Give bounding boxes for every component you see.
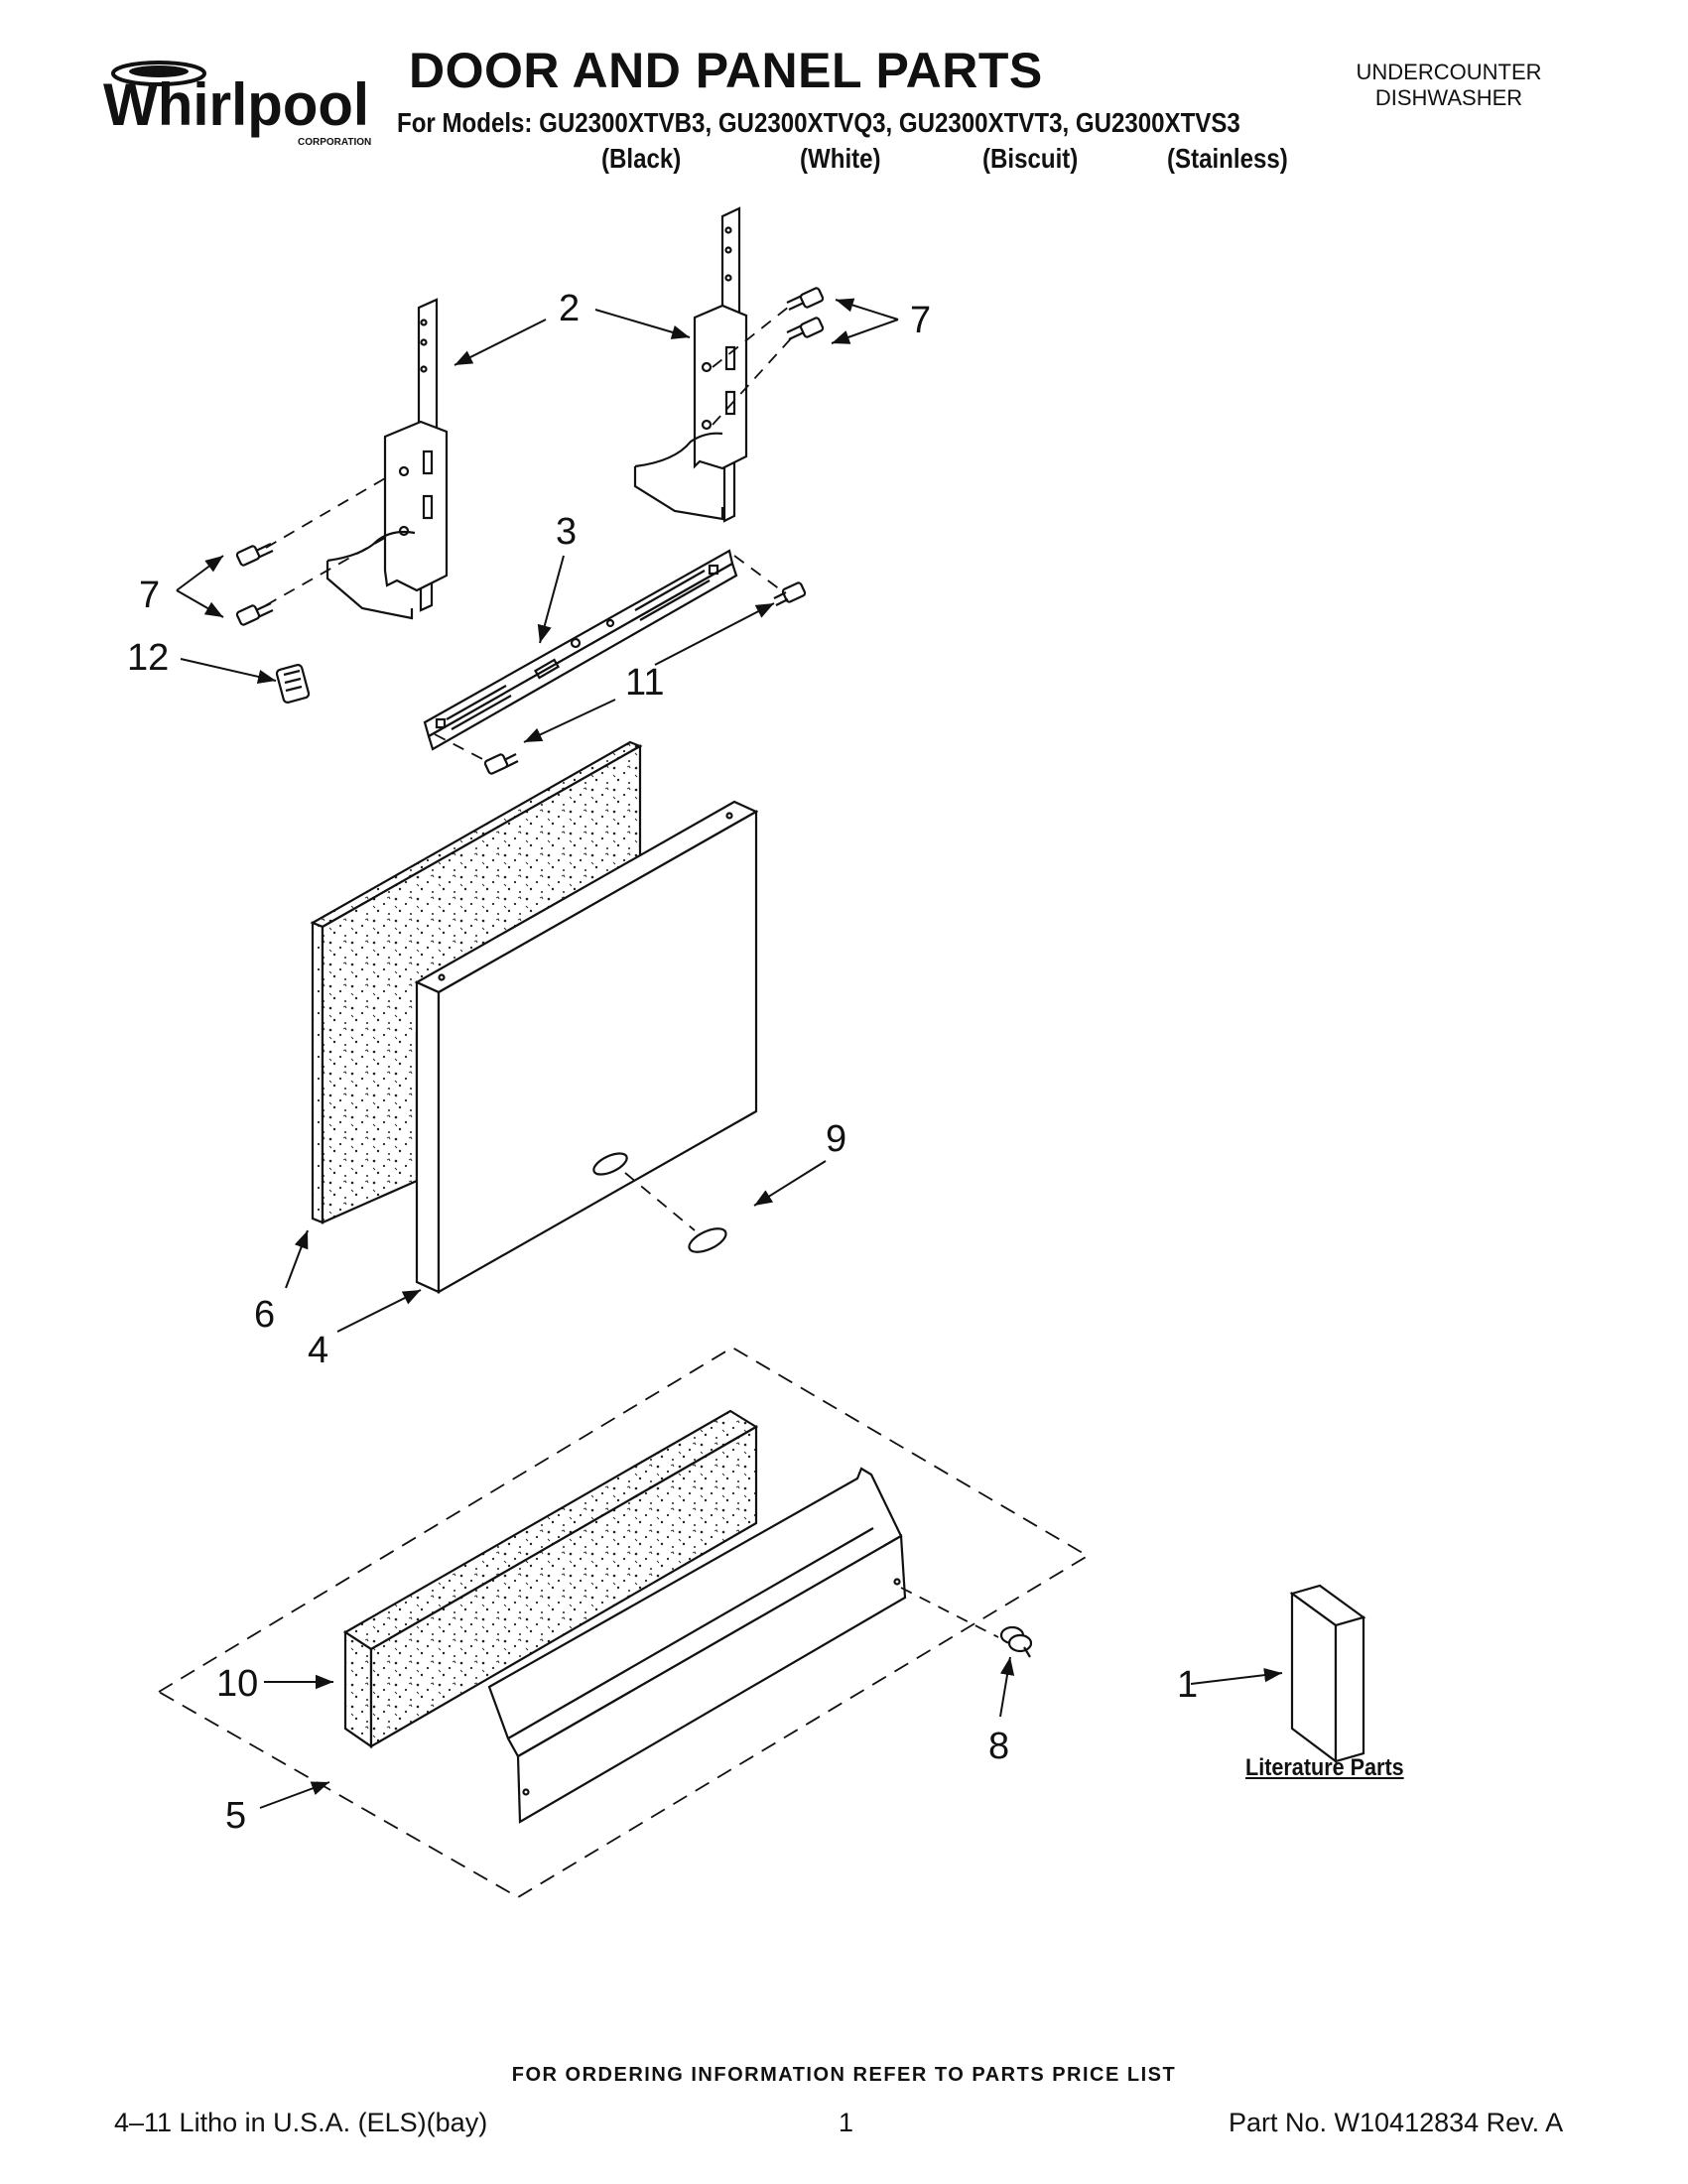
callout-4: 4 <box>308 1330 328 1371</box>
toekick-kit-outline-5 <box>157 1346 1090 1899</box>
page-title: DOOR AND PANEL PARTS <box>409 43 1043 98</box>
plug-12 <box>275 664 311 704</box>
model-list: For Models: GU2300XTVB3, GU2300XTVQ3, GU… <box>397 107 1240 138</box>
color-label-white: (White) <box>800 143 881 174</box>
literature-parts-label: Literature Parts <box>1245 1754 1404 1781</box>
callout-3: 3 <box>556 511 577 553</box>
callout-6: 6 <box>254 1294 275 1336</box>
callout-7-left: 7 <box>139 575 160 616</box>
callout-7-right: 7 <box>910 300 931 341</box>
callout-12: 12 <box>127 637 169 679</box>
category-line-2: DISHWASHER <box>1374 85 1523 110</box>
screw-7-right-lower <box>786 317 825 340</box>
color-label-black: (Black) <box>601 143 682 174</box>
screw-11-right <box>773 581 807 606</box>
screw-11-left <box>483 753 519 775</box>
hinge-bracket-right <box>633 206 748 523</box>
logo-subtext: CORPORATION <box>298 137 371 148</box>
literature-book-1 <box>1289 1584 1366 1764</box>
screw-8 <box>999 1625 1033 1658</box>
callout-10: 10 <box>216 1663 258 1705</box>
footer-litho: 4–11 Litho in U.S.A. (ELS)(bay) <box>114 2108 488 2137</box>
callout-8: 8 <box>988 1726 1009 1767</box>
screw-7-left-lower <box>235 602 274 626</box>
leader-arrows <box>176 298 1283 1809</box>
appliance-category: UNDERCOUNTER DISHWASHER <box>1310 60 1588 111</box>
assembly-guide-9 <box>624 1172 696 1231</box>
category-line-1: UNDERCOUNTER <box>1356 60 1542 84</box>
color-label-stainless: (Stainless) <box>1167 143 1288 174</box>
hinge-bracket-left <box>325 298 449 620</box>
logo-wordmark: Whirlpool <box>103 71 369 138</box>
assembly-guides-upper <box>265 302 795 763</box>
screw-7-right-upper <box>786 287 825 311</box>
callout-5: 5 <box>225 1795 246 1837</box>
ordering-note: FOR ORDERING INFORMATION REFER TO PARTS … <box>511 2064 1177 2086</box>
callout-2: 2 <box>559 288 580 329</box>
callout-1: 1 <box>1177 1664 1198 1706</box>
screw-7-left-upper <box>235 543 274 567</box>
whirlpool-logo: Whirlpool CORPORATION <box>103 61 371 148</box>
callout-11: 11 <box>625 662 664 704</box>
color-label-biscuit: (Biscuit) <box>982 143 1079 174</box>
callout-9: 9 <box>826 1118 846 1160</box>
toekick-insulation-10 <box>342 1409 759 1749</box>
logo-plug-9 <box>688 1227 727 1253</box>
toekick-panel <box>487 1467 907 1824</box>
door-panel-4 <box>414 800 759 1294</box>
door-cross-brace <box>423 549 738 751</box>
footer-page-number: 1 <box>839 2108 854 2137</box>
footer-part-number: Part No. W10412834 Rev. A <box>1229 2108 1564 2137</box>
assembly-guide-8 <box>900 1587 999 1638</box>
